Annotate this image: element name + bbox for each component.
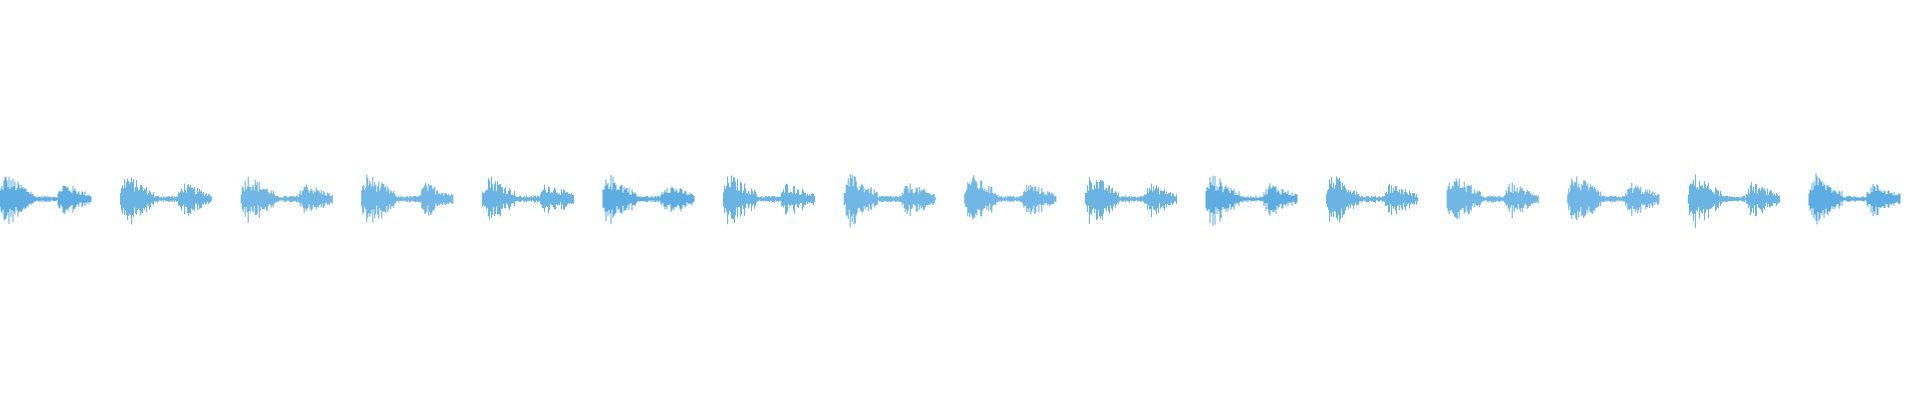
- waveform-tail: [1118, 195, 1143, 203]
- waveform-burst: [901, 183, 936, 216]
- waveform-burst: [660, 186, 695, 213]
- waveform-burst: [1084, 177, 1119, 224]
- waveform-burst: [964, 175, 999, 220]
- waveform-burst: [1625, 182, 1660, 217]
- waveform-clip[interactable]: [361, 174, 454, 223]
- waveform-clip[interactable]: [481, 176, 574, 220]
- waveform-burst: [1567, 176, 1602, 221]
- waveform-clip[interactable]: [1687, 174, 1780, 228]
- waveform-burst: [1326, 176, 1361, 223]
- waveform-burst: [602, 175, 637, 225]
- waveform-burst: [1446, 178, 1481, 220]
- waveform-clip[interactable]: [964, 175, 1057, 220]
- waveform-tail: [757, 195, 782, 203]
- waveform-clip[interactable]: [120, 177, 213, 225]
- waveform-burst: [178, 183, 213, 216]
- waveform-burst: [240, 176, 275, 223]
- waveform-burst: [843, 174, 878, 228]
- waveform-clip[interactable]: [843, 174, 936, 228]
- waveform-burst: [1205, 175, 1240, 226]
- waveform-clip[interactable]: [602, 175, 695, 225]
- waveform-tail: [1842, 195, 1867, 202]
- waveform-burst: [361, 174, 396, 223]
- waveform-burst: [1504, 182, 1539, 219]
- waveform-burst: [1263, 183, 1298, 216]
- waveform-clip[interactable]: [0, 176, 92, 225]
- waveform-clip[interactable]: [1326, 176, 1419, 223]
- waveform-clip[interactable]: [1084, 177, 1177, 224]
- waveform-burst: [298, 184, 333, 213]
- waveform-tail: [998, 195, 1023, 203]
- waveform-tail: [1601, 195, 1626, 203]
- waveform-clip[interactable]: [1808, 173, 1901, 225]
- waveform-tail: [636, 195, 661, 203]
- waveform-tail: [274, 195, 299, 203]
- waveform-burst: [1384, 183, 1419, 216]
- waveform-burst: [1142, 183, 1177, 218]
- waveform-burst: [1866, 184, 1901, 217]
- waveform-tail: [1360, 195, 1385, 203]
- waveform-tail: [33, 195, 58, 203]
- waveform-burst: [1687, 174, 1722, 228]
- waveform-burst: [0, 176, 34, 225]
- waveform-burst: [481, 176, 516, 220]
- waveform-clip[interactable]: [1446, 178, 1539, 220]
- waveform-burst: [781, 183, 816, 215]
- waveform-burst: [723, 175, 758, 225]
- waveform-tail: [395, 195, 420, 203]
- waveform-clip[interactable]: [240, 176, 333, 223]
- waveform-tail: [1721, 195, 1746, 203]
- waveform-burst: [539, 184, 574, 214]
- waveform-burst: [419, 182, 454, 216]
- waveform-burst: [1745, 182, 1780, 217]
- waveform-tail: [1480, 195, 1505, 203]
- waveform-burst: [57, 185, 92, 214]
- waveform-clip[interactable]: [1205, 175, 1298, 226]
- waveform-tail: [1239, 195, 1264, 203]
- waveform-tail: [154, 196, 179, 203]
- waveform-clip[interactable]: [1567, 176, 1660, 221]
- waveform-clip[interactable]: [723, 175, 816, 225]
- waveform-tail: [515, 195, 540, 203]
- waveform-tail: [877, 195, 902, 203]
- waveform-burst: [1022, 184, 1057, 215]
- waveform-burst: [1808, 173, 1843, 225]
- waveform-burst: [120, 177, 155, 225]
